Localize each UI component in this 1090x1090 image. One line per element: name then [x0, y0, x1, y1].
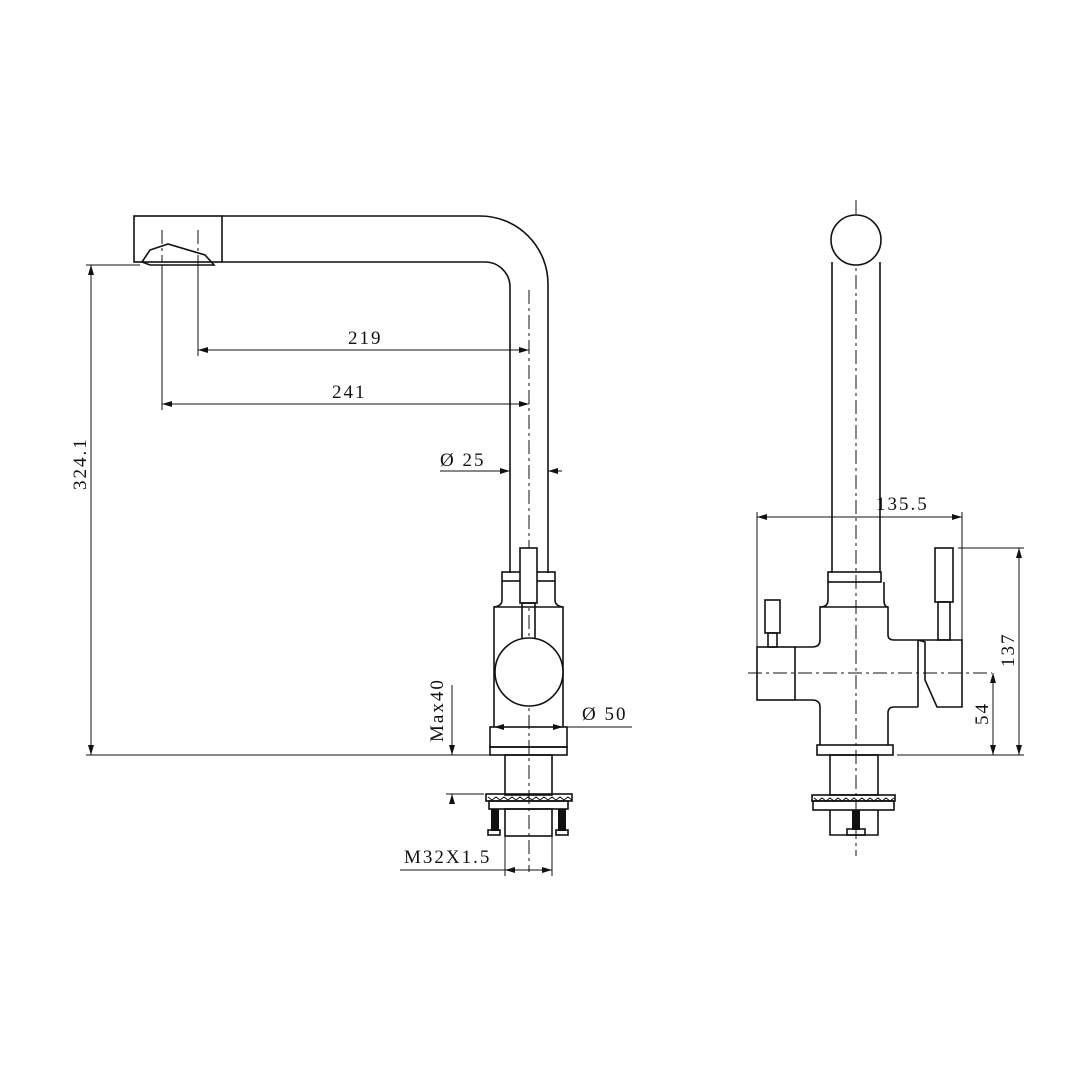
dimension-diameter-25: Ø 25 [440, 450, 562, 474]
spout-head [830, 214, 882, 266]
left-handle [764, 599, 781, 634]
dim-label-137: 137 [998, 633, 1019, 668]
right-handle [934, 547, 954, 603]
handle-hub [494, 637, 564, 707]
mounting-bolt [491, 809, 499, 831]
handle-lever [519, 547, 538, 604]
valve-body [485, 547, 573, 837]
dimension-324-1: 324.1 [70, 264, 500, 756]
dim-label-54: 54 [972, 702, 993, 725]
dim-label-219: 219 [348, 328, 383, 349]
aerator [140, 243, 216, 266]
spout-outline [133, 215, 549, 573]
dimension-137: 137 [897, 547, 1024, 756]
side-view: 324.1 219 241 Ø 25 Ø 50 Max40 [70, 215, 632, 876]
dimension-54: 54 [972, 673, 996, 755]
dimension-241: 241 [161, 265, 529, 410]
mounting-bolt [558, 809, 566, 831]
dim-label-d50: Ø 50 [582, 704, 627, 725]
dimension-219: 219 [197, 262, 529, 356]
dimension-max40: Max40 [427, 678, 484, 804]
dim-label-241: 241 [332, 382, 367, 403]
dim-label-thread: M32X1.5 [404, 847, 491, 868]
dim-label-max40: Max40 [427, 678, 448, 742]
dimension-diameter-50: Ø 50 [494, 704, 632, 730]
dim-label-d25: Ø 25 [440, 450, 485, 471]
front-view: 135.5 137 54 [748, 200, 1024, 856]
dim-label-height: 324.1 [70, 437, 91, 490]
dimension-135-5: 135.5 [756, 494, 963, 647]
mounting-bolt [852, 810, 860, 830]
dimension-m32x1-5: M32X1.5 [400, 836, 553, 876]
dim-label-135-5: 135.5 [876, 494, 929, 515]
